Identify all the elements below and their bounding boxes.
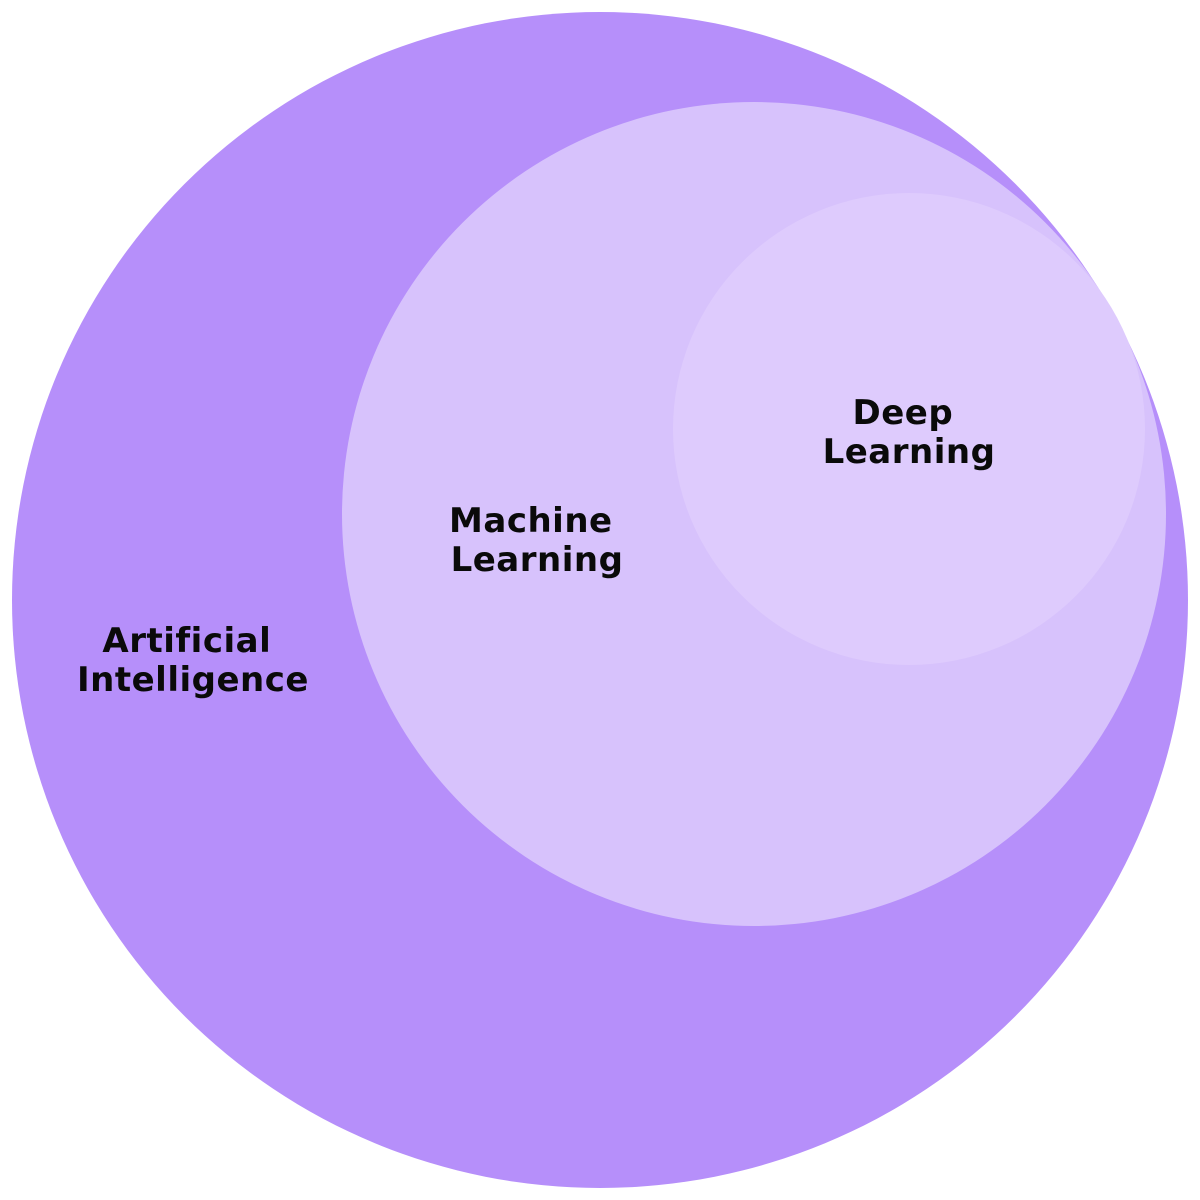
label-artificial-intelligence: Artificial Intelligence: [77, 621, 309, 700]
label-ml-line-2: Learning: [451, 540, 624, 580]
label-machine-learning: Machine Learning: [449, 501, 625, 580]
label-ai-line-1: Artificial: [102, 621, 271, 661]
circle-deep-learning: [673, 193, 1145, 665]
label-dl-line-2: Learning: [823, 432, 996, 472]
label-dl-line-1: Deep: [852, 393, 953, 433]
label-deep-learning: Deep Learning: [823, 393, 996, 472]
label-ai-line-2: Intelligence: [77, 660, 309, 700]
label-ml-line-1: Machine: [449, 501, 613, 541]
